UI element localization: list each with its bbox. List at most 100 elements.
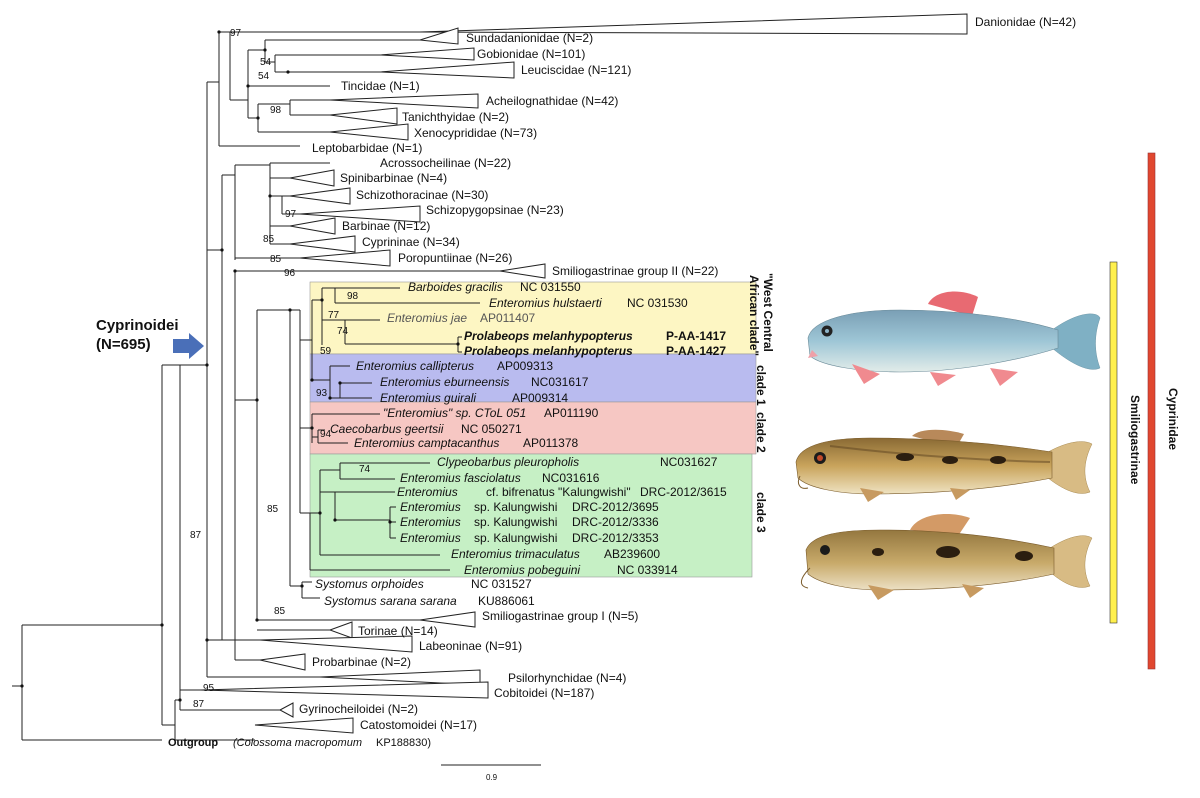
fish-image-enteromius-1 xyxy=(795,429,1093,502)
species-name: Barboides gracilis xyxy=(408,280,503,294)
accession-number: P-AA-1417 xyxy=(666,329,726,343)
species-epithet: sp. Kalungwishi xyxy=(474,515,557,529)
accession-number: DRC-2012/3353 xyxy=(572,531,659,545)
family-label: Labeoninae (N=91) xyxy=(419,639,522,653)
cyprinidae-bar xyxy=(1147,152,1156,670)
accession-number: AB239600 xyxy=(604,547,660,561)
support-value: 59 xyxy=(320,346,332,357)
species-labels: Barboides gracilis NC 031550 Enteromius … xyxy=(315,280,727,608)
species-name: "Enteromius" sp. CToL 051 xyxy=(383,406,526,420)
outgroup-label: Outgroup xyxy=(168,737,218,749)
accession-number: DRC-2012/3336 xyxy=(572,515,659,529)
species-name: Enteromius hulstaerti xyxy=(489,296,602,310)
torinae-triangle xyxy=(328,621,353,639)
family-label: Poropuntiinae (N=26) xyxy=(398,251,512,265)
accession-number: NC 031527 xyxy=(471,577,532,591)
schizothoracinae-triangle xyxy=(289,187,351,205)
gyrinocheiloidei-triangle xyxy=(278,702,294,718)
species-name: Prolabeops melanhypopterus xyxy=(464,344,633,358)
support-value: 54 xyxy=(258,71,270,82)
family-label: Spinibarbinae (N=4) xyxy=(340,171,447,185)
support-value: 97 xyxy=(230,28,242,39)
family-label: Danionidae (N=42) xyxy=(975,15,1076,29)
accession-number: AP009313 xyxy=(497,359,553,373)
node-dots xyxy=(20,30,460,702)
family-labels: Danionidae (N=42) Sundadanionidae (N=2) … xyxy=(299,15,1076,732)
cyprinidae-label: Cyprinidae xyxy=(1166,388,1180,450)
west-central-clade-label-line2: African clade" xyxy=(747,275,761,356)
family-label: Schizopygopsinae (N=23) xyxy=(426,203,564,217)
support-value: 97 xyxy=(285,209,297,220)
clade-1-box xyxy=(309,353,757,403)
accession-number: AP011407 xyxy=(480,311,535,325)
cobitoidei-triangle xyxy=(199,681,489,699)
family-label: Tincidae (N=1) xyxy=(341,79,420,93)
family-label: Probarbinae (N=2) xyxy=(312,655,411,669)
accession-number: DRC-2012/3615 xyxy=(640,485,727,499)
species-name: Caecobarbus geertsii xyxy=(330,422,444,436)
west-central-african-clade-box xyxy=(309,281,757,355)
accession-number: DRC-2012/3695 xyxy=(572,500,659,514)
support-value: 74 xyxy=(337,326,349,337)
species-name: Clypeobarbus pleuropholis xyxy=(437,455,579,469)
family-label: Gyrinocheiloidei (N=2) xyxy=(299,702,418,716)
family-label: Cyprininae (N=34) xyxy=(362,235,460,249)
probarbinae-triangle xyxy=(259,653,306,671)
outgroup-accession: KP188830) xyxy=(376,737,431,749)
family-label: Smiliogastrinae group I (N=5) xyxy=(482,609,638,623)
species-genus: Enteromius xyxy=(400,515,461,529)
family-label: Psilorhynchidae (N=4) xyxy=(508,671,626,685)
accession-number: NC 050271 xyxy=(461,422,522,436)
smiliogastrinae-group-ii-triangle xyxy=(499,263,546,279)
accession-number: NC 033914 xyxy=(617,563,678,577)
support-value: 98 xyxy=(270,105,282,116)
danionidae-triangle xyxy=(419,13,968,35)
tree-branches xyxy=(12,31,500,741)
species-name: Enteromius callipterus xyxy=(356,359,474,373)
accession-number: P-AA-1427 xyxy=(666,344,726,358)
species-name: Enteromius pobeguini xyxy=(464,563,580,577)
species-genus: Enteromius xyxy=(400,500,461,514)
cyprininae-triangle xyxy=(289,235,356,253)
support-value: 77 xyxy=(328,310,340,321)
support-value: 96 xyxy=(284,268,296,279)
species-name: Systomus orphoides xyxy=(315,577,424,591)
clade-2-label: clade 2 xyxy=(754,412,768,453)
support-value: 85 xyxy=(274,606,286,617)
species-epithet: sp. Kalungwishi xyxy=(474,531,557,545)
species-name: Enteromius eburneensis xyxy=(380,375,509,389)
barbinae-triangle xyxy=(289,217,336,235)
accession-number: NC 031530 xyxy=(627,296,688,310)
support-value: 85 xyxy=(267,504,279,515)
accession-number: NC031617 xyxy=(531,375,589,389)
species-epithet: sp. Kalungwishi xyxy=(474,500,557,514)
xenocyprididae-triangle xyxy=(329,123,409,141)
family-label: Gobionidae (N=101) xyxy=(477,47,585,61)
accession-number: NC031616 xyxy=(542,471,600,485)
support-value: 87 xyxy=(193,699,205,710)
species-name: Enteromius jae xyxy=(387,311,467,325)
gobionidae-triangle xyxy=(379,47,475,61)
schizopygopsinae-triangle xyxy=(299,205,421,223)
support-value: 87 xyxy=(190,530,202,541)
west-central-clade-label-line1: "West Central xyxy=(761,273,775,352)
family-label: Acheilognathidae (N=42) xyxy=(486,94,618,108)
sundadanionidae-triangle xyxy=(419,27,459,45)
family-label: Cobitoidei (N=187) xyxy=(494,686,594,700)
smiliogastrinae-label: Smiliogastrinae xyxy=(1128,395,1142,485)
family-label: Tanichthyidae (N=2) xyxy=(402,110,509,124)
family-label: Smiliogastrinae group II (N=22) xyxy=(552,264,718,278)
species-name: Systomus sarana sarana xyxy=(324,594,457,608)
family-label: Torinae (N=14) xyxy=(358,624,438,638)
labeoninae-triangle xyxy=(259,635,413,653)
fish-image-enteromius-2 xyxy=(801,514,1093,600)
leuciscidae-triangle xyxy=(379,61,515,79)
cyprinoidei-count: (N=695) xyxy=(96,336,151,353)
smiliogastrinae-group-i-triangle xyxy=(419,611,476,628)
family-label: Barbinae (N=12) xyxy=(342,219,430,233)
family-label: Sundadanionidae (N=2) xyxy=(466,31,593,45)
species-genus: Enteromius xyxy=(400,531,461,545)
support-value: 54 xyxy=(260,57,272,68)
clade-3-label: clade 3 xyxy=(754,492,768,533)
support-value: 85 xyxy=(270,254,282,265)
